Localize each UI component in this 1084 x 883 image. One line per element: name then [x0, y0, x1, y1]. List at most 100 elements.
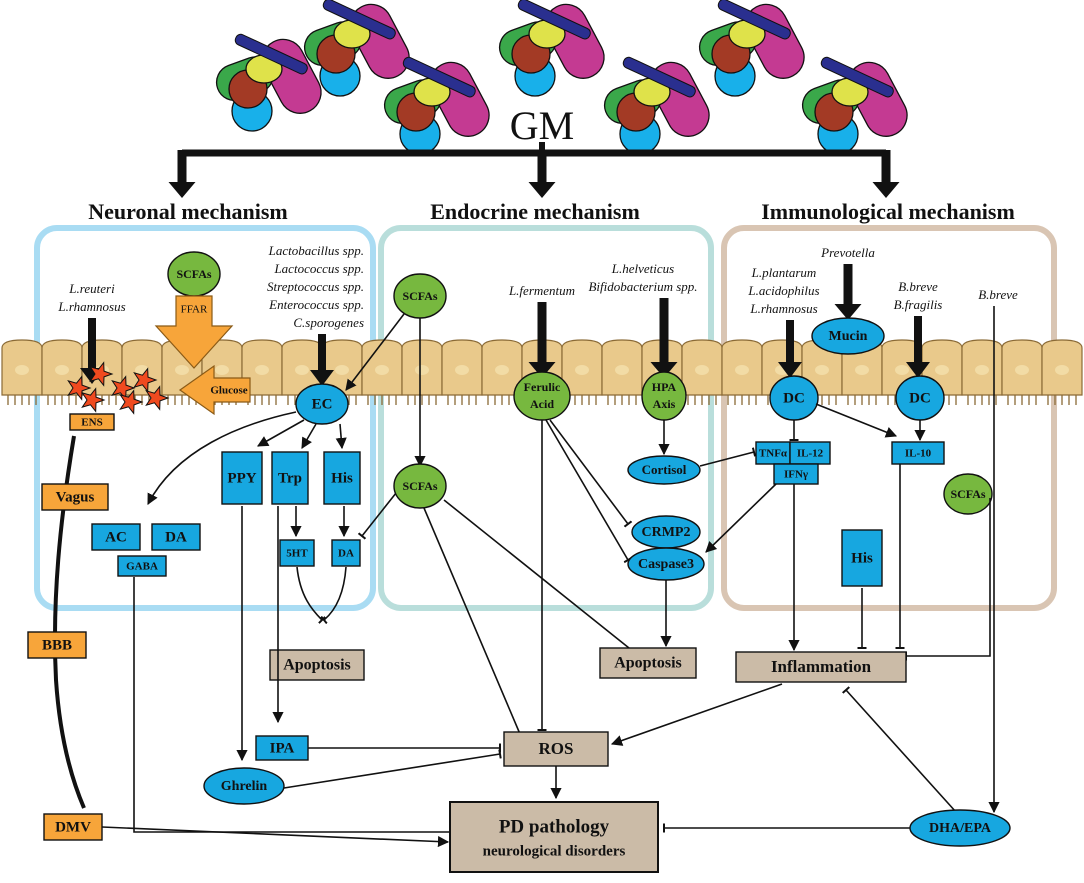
ghrelin: Ghrelin — [203, 767, 285, 805]
epithelial-nucleus — [815, 365, 829, 375]
apoptosis-endocrine-shape — [599, 647, 697, 679]
vagus-box-label: Vagus — [56, 489, 95, 505]
gut-microbe-icon — [698, 0, 805, 97]
title-gm: GM — [510, 103, 574, 148]
epithelial-nucleus — [55, 365, 69, 375]
caspase3-label: Caspase3 — [638, 557, 694, 572]
da-small-box-shape — [331, 539, 361, 567]
cortisol-shape — [627, 455, 701, 485]
microbe-rod-navy — [717, 0, 791, 40]
da-box: DA — [151, 523, 201, 551]
microbe-rod-navy — [820, 56, 894, 98]
bacteria-l-reuteri: L.reuteri — [68, 281, 115, 296]
microbe-rod-navy — [402, 56, 476, 98]
ifng-box-shape — [773, 463, 819, 485]
dc-left-to-il10-arrow — [815, 403, 898, 438]
gaba-box-shape — [117, 555, 167, 577]
il10-box-label: IL-10 — [905, 448, 932, 460]
ipa-box-shape — [255, 735, 309, 761]
apoptosis-neuronal: Apoptosis — [269, 649, 365, 681]
enteric-neuron — [133, 367, 158, 393]
bacteria-b-fragilis: B.fragilis — [894, 297, 943, 312]
apoptosis-neuronal-shape — [269, 649, 365, 681]
bacteria-c-sporogenes: C.sporogenes — [293, 315, 364, 330]
dha-epa-label: DHA/EPA — [929, 821, 992, 836]
ros-box: ROS — [503, 731, 609, 767]
bacteria-lactococcus: Lactococcus spp. — [273, 261, 364, 276]
ferulic-label-1: Ferulic — [524, 380, 561, 394]
gaba-box-label: GABA — [126, 561, 158, 573]
bacteria-l-rhamnosus-left: L.rhamnosus — [57, 299, 125, 314]
l-helveticus-arrow — [650, 298, 678, 378]
pd-box — [449, 801, 659, 873]
gaba-box: GABA — [117, 555, 167, 577]
bacteria-streptococcus: Streptococcus spp. — [267, 279, 364, 294]
ifng-box: IFNγ — [773, 463, 819, 485]
panel-title-immunological: Immunological mechanism — [761, 199, 1015, 224]
l-reuteri-to-ens-arrow — [80, 318, 104, 384]
5ht-box-shape — [279, 539, 315, 567]
bacteria-lactobacillus: Lactobacillus spp. — [268, 243, 364, 258]
scfas-neuronal: SCFAs — [167, 251, 221, 297]
cortisol: Cortisol — [627, 455, 701, 485]
5ht-box: 5HT — [279, 539, 315, 567]
cortisol-label: Cortisol — [642, 462, 687, 477]
ec-cell-shape — [295, 383, 349, 425]
ec-to-ac-arrow — [147, 411, 297, 505]
gm-to-neuronal-arrow — [168, 150, 196, 198]
scfas-endocrine-mid: SCFAs — [393, 463, 447, 509]
epithelial-nucleus — [735, 365, 749, 375]
scfas-neuronal-label: SCFAs — [176, 267, 211, 281]
bbb-box-label: BBB — [42, 637, 72, 653]
glucose-label: Glucose — [210, 385, 247, 397]
enteric-neuron — [81, 387, 106, 413]
enteric-neuron — [119, 389, 144, 415]
epithelial-nucleus — [615, 365, 629, 375]
his-box-immuno-label: His — [851, 550, 873, 566]
dmv-box-label: DMV — [55, 819, 91, 835]
dc-left-label: DC — [783, 390, 805, 406]
enteric-neuron-icon — [67, 361, 170, 415]
microbe-rod-navy — [517, 0, 591, 40]
gaba-to-pd — [133, 577, 457, 837]
scfas-immuno: SCFAs — [943, 473, 993, 515]
panel-immunological — [721, 225, 1057, 611]
tnfa-box: TNFα — [755, 441, 791, 465]
epithelial-nucleus — [455, 365, 469, 375]
his-box-neuronal-shape — [323, 451, 361, 505]
panel-endocrine — [378, 225, 714, 611]
ens-box-shape — [69, 413, 115, 431]
ens-box: ENS — [69, 413, 115, 431]
inflammation-box-label: Inflammation — [771, 657, 872, 676]
dc-right-label: DC — [909, 390, 931, 406]
ferulic-to-caspase — [545, 419, 633, 564]
epithelial-nucleus — [575, 365, 589, 375]
mucin-shape — [811, 317, 885, 355]
ac-box-label: AC — [105, 529, 127, 545]
pd-label-1: PD pathology — [499, 816, 610, 837]
scfas-endocrine-top: SCFAs — [393, 273, 447, 319]
epithelial-nucleus — [935, 365, 949, 375]
gm-to-endocrine-arrow — [528, 150, 556, 198]
il10-box-shape — [891, 441, 945, 465]
epithelial-nucleus — [415, 365, 429, 375]
dha-to-inflammation — [841, 686, 957, 813]
5ht-box-label: 5HT — [286, 548, 308, 560]
da-to-apoptosis-left — [320, 566, 347, 625]
inflammation-to-ros-arrow — [610, 683, 783, 746]
epithelial-nucleus — [895, 365, 909, 375]
apoptosis-endocrine-label: Apoptosis — [614, 655, 682, 672]
gm-to-immuno-arrow — [872, 150, 900, 198]
epithelial-nucleus — [295, 365, 309, 375]
dha-epa: DHA/EPA — [909, 809, 1011, 847]
dmv-to-pd-arrow — [101, 826, 450, 848]
scfas-endocrine-top-label: SCFAs — [402, 289, 437, 303]
bacteria-prevotella: Prevotella — [820, 245, 875, 260]
lacto-to-ec-arrow — [310, 334, 334, 386]
bacteria-b-breve: B.breve — [898, 279, 938, 294]
bacteria-l-acidophilus: L.acidophilus — [747, 283, 819, 298]
5ht-to-apoptosis-left — [296, 566, 326, 624]
ferulic-label-2: Acid — [530, 397, 554, 411]
epithelial-nucleus — [375, 365, 389, 375]
